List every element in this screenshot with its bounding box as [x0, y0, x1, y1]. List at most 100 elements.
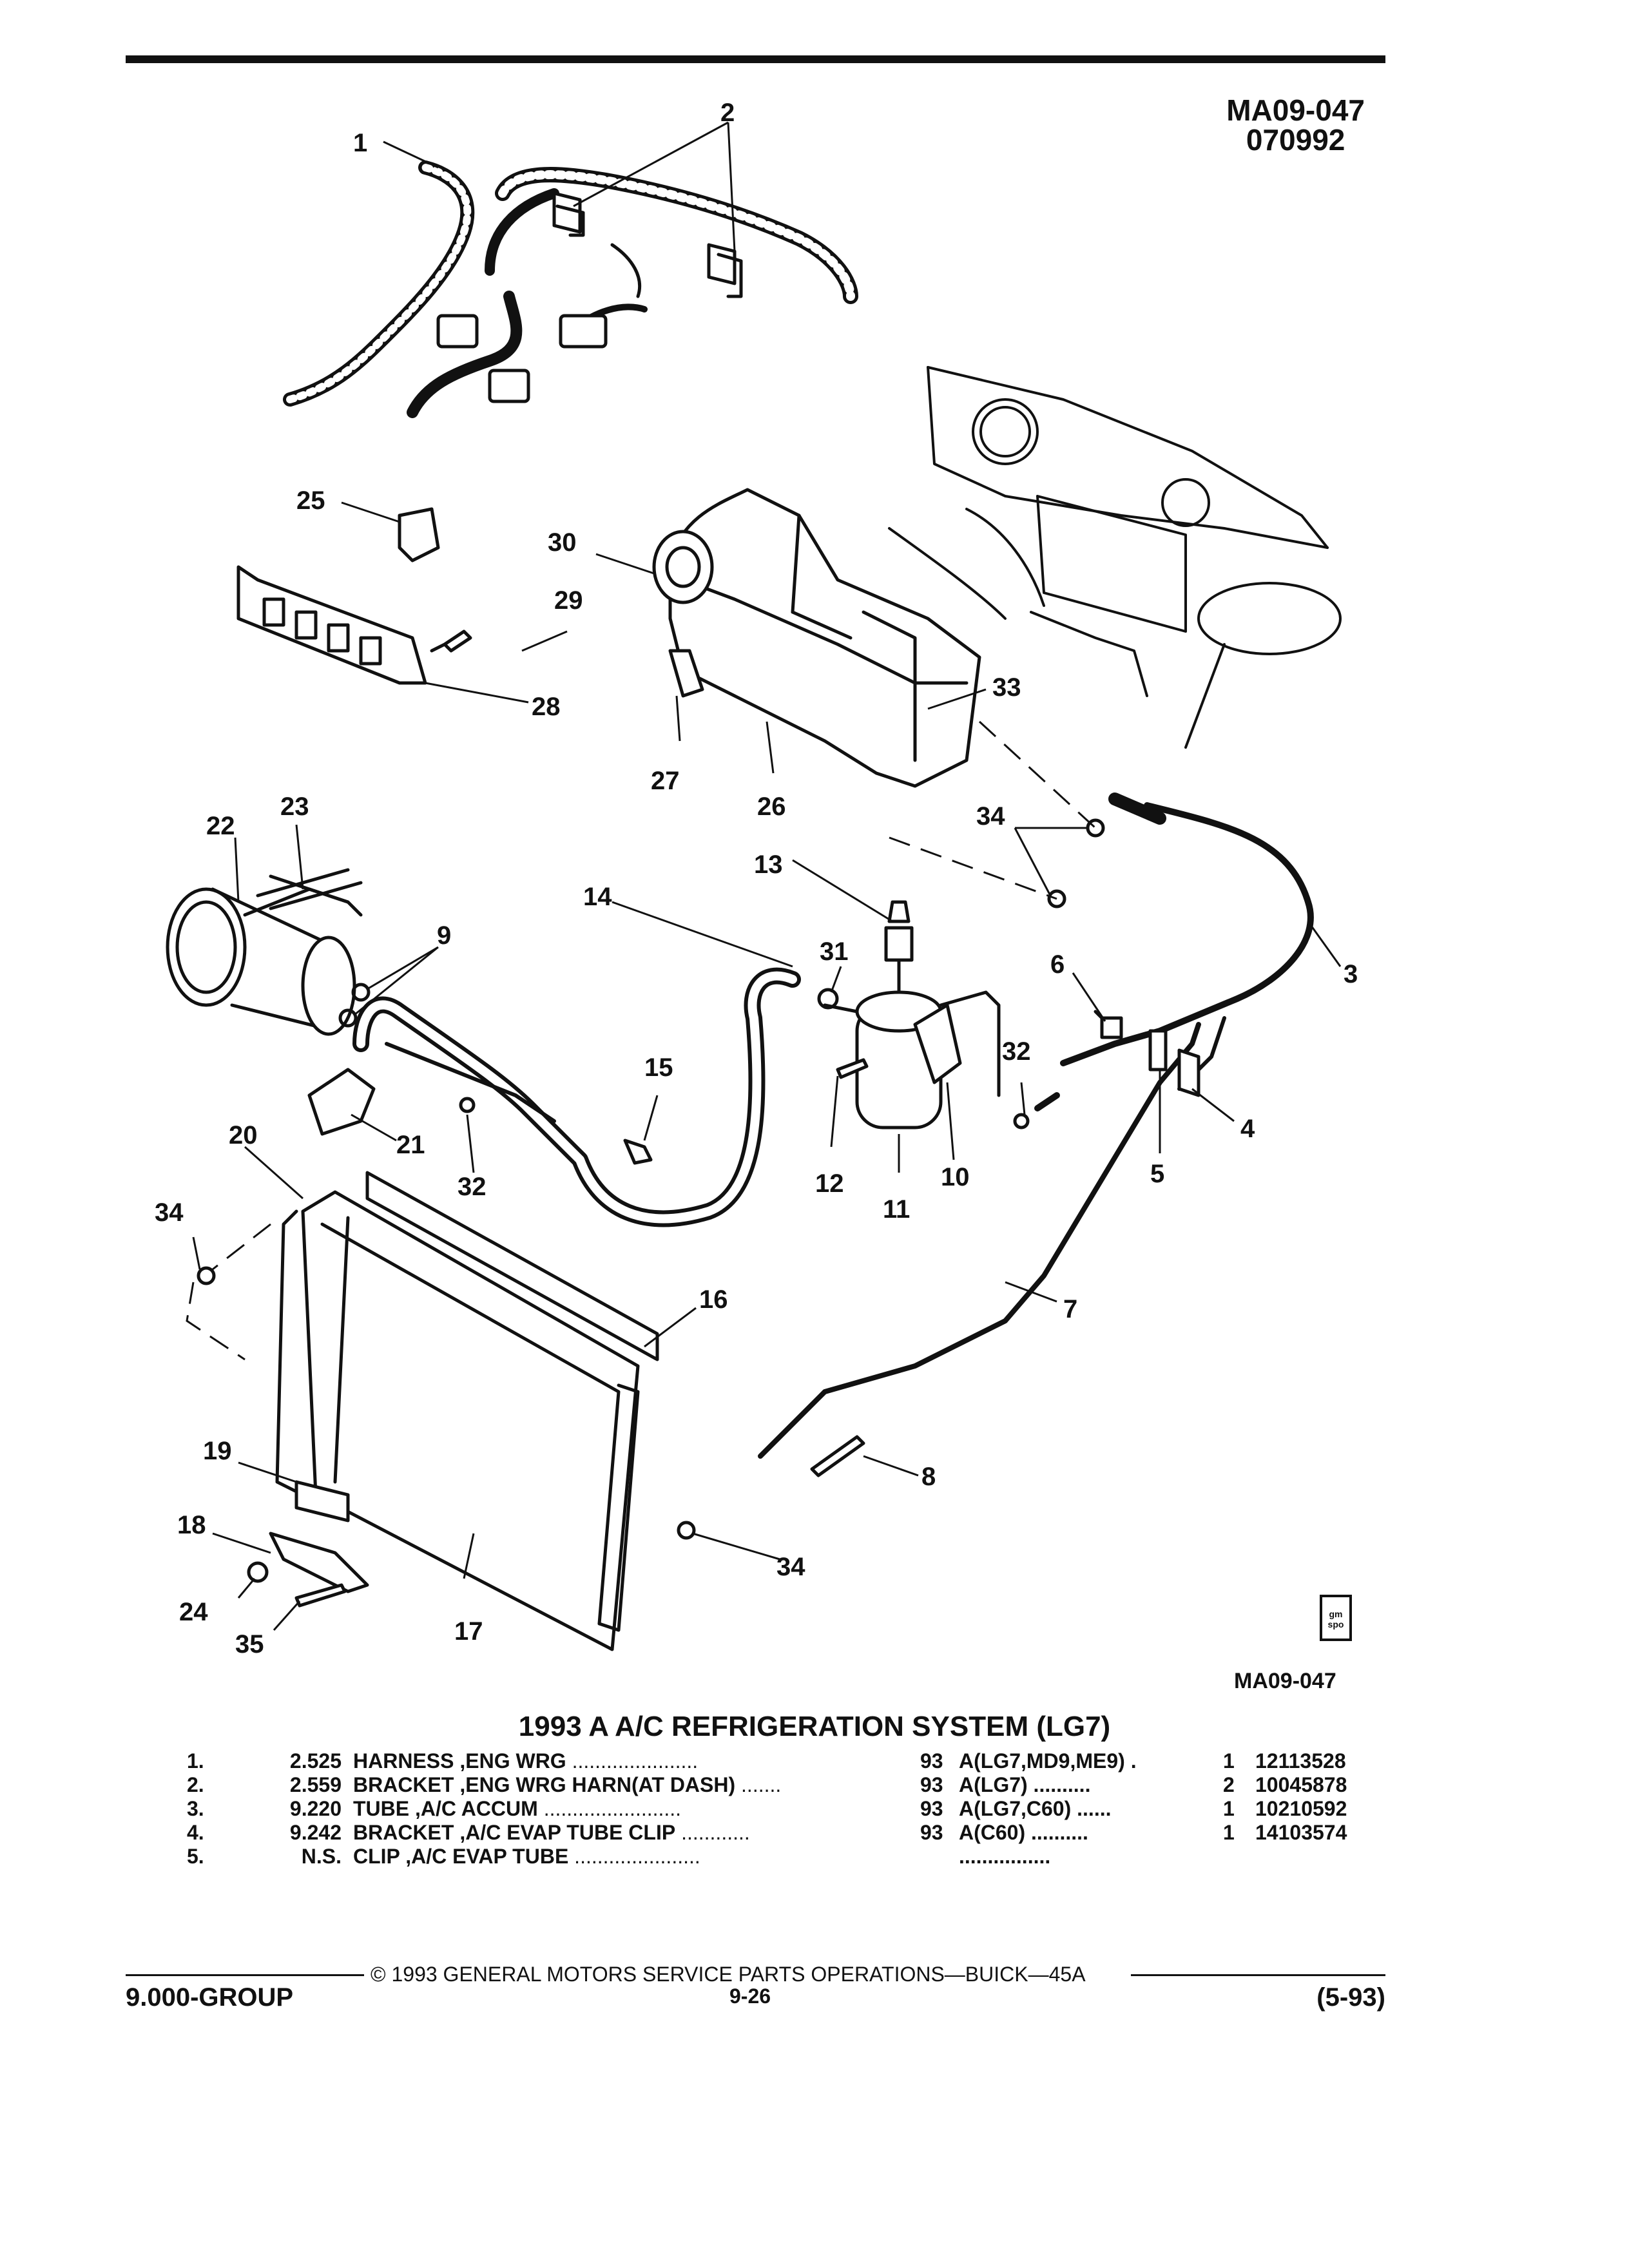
- revision-date: (5-93): [1316, 1983, 1385, 2012]
- evaporator-case: [652, 488, 981, 788]
- parts-row: 2. 2.559 BRACKET ,ENG WRG HARN(AT DASH) ..…: [187, 1773, 1384, 1797]
- part-number: 10210592: [1255, 1797, 1347, 1820]
- hose-fitting: [307, 1068, 376, 1136]
- bolt-35: [294, 1583, 347, 1608]
- callout-30: 30: [548, 528, 577, 557]
- evaporator-tube: [758, 1022, 1201, 1459]
- part-year: 93: [920, 1773, 943, 1796]
- part-leader-dots: ......................: [568, 1845, 700, 1868]
- pressure-switch: [1094, 1010, 1123, 1039]
- callout-17: 17: [454, 1617, 483, 1646]
- callout-28: 28: [532, 693, 561, 721]
- callout-27: 27: [651, 767, 680, 795]
- part-number: [1255, 1845, 1384, 1869]
- group-label: 9.000-GROUP: [126, 1983, 294, 2012]
- part-detail: ,A/C ACCUM: [415, 1797, 538, 1820]
- part-name: BRACKET: [353, 1773, 454, 1796]
- accumulator-bolt: [836, 1058, 869, 1079]
- callout-23: 23: [280, 793, 309, 821]
- part-index: 2.: [187, 1773, 204, 1796]
- callout-35: 35: [235, 1630, 264, 1658]
- o-ring-32a: [459, 1097, 476, 1113]
- part-usage: ................: [959, 1845, 1051, 1868]
- part-code: 9.220: [289, 1797, 342, 1820]
- callout-4: 4: [1240, 1115, 1255, 1143]
- part-code: 2.559: [289, 1773, 342, 1796]
- condenser: [275, 1171, 659, 1651]
- callout-6: 6: [1050, 950, 1065, 979]
- callout-5: 5: [1150, 1160, 1164, 1188]
- part-leader-dots: ......................: [566, 1749, 699, 1773]
- gm-spo-logo: gm spo: [1320, 1595, 1352, 1641]
- drain-tube: [668, 649, 704, 698]
- accumulator-bracket: [913, 1003, 962, 1084]
- callout-31: 31: [820, 937, 849, 966]
- callout-19: 19: [203, 1437, 232, 1465]
- callout-3: 3: [1344, 960, 1358, 988]
- callout-14: 14: [583, 883, 612, 911]
- evap-tube-bracket: [1177, 1048, 1200, 1097]
- callout-33: 33: [992, 673, 1021, 702]
- callout-21: 21: [396, 1131, 425, 1159]
- part-name: TUBE: [353, 1797, 410, 1820]
- part-name: CLIP: [353, 1845, 400, 1868]
- part-description: HARNESS ,ENG WRG ......................: [353, 1749, 920, 1773]
- nut-24: [247, 1561, 269, 1583]
- figure-header: MA09-047 070992: [1226, 95, 1365, 155]
- callout-34-third: 34: [776, 1553, 805, 1581]
- figure-date: 070992: [1246, 123, 1345, 157]
- parts-row: 5.N.S.CLIP ,A/C EVAP TUBE ..............…: [187, 1845, 1384, 1869]
- callout-34-second: 34: [155, 1198, 184, 1227]
- compressor: [166, 874, 363, 1036]
- top-rule: [126, 55, 1385, 63]
- callout-20: 20: [229, 1121, 258, 1149]
- copyright-notice: © 1993 GENERAL MOTORS SERVICE PARTS OPER…: [371, 1963, 1086, 1986]
- part-usage: A(LG7,MD9,ME9) .: [959, 1749, 1137, 1773]
- callout-32: 32: [1002, 1037, 1031, 1066]
- callout-26: 26: [757, 793, 786, 821]
- part-quantity: 1: [1223, 1821, 1235, 1844]
- o-ring-9a: [351, 983, 371, 1002]
- figure-code: MA09-047: [1234, 1669, 1336, 1693]
- parts-row: 1. 2.525 HARNESS ,ENG WRG ................…: [187, 1749, 1384, 1773]
- part-year: 93: [920, 1821, 943, 1844]
- part-detail: ,ENG WRG: [459, 1749, 566, 1773]
- part-usage: A(C60) ..........: [959, 1821, 1088, 1844]
- part-leader-dots: .......: [735, 1773, 782, 1796]
- callout-29: 29: [554, 586, 583, 615]
- callout-15: 15: [644, 1053, 673, 1082]
- dash-harness-bracket-1: [555, 204, 585, 237]
- part-year: 93: [920, 1797, 943, 1820]
- callout-13: 13: [754, 850, 783, 879]
- accumulator-tube: [1060, 802, 1314, 1066]
- part-code: 9.242: [289, 1821, 342, 1844]
- dash-panel: [888, 366, 1342, 749]
- callout-32-second: 32: [458, 1173, 487, 1201]
- evap-tube-clip: [1148, 1029, 1168, 1072]
- part-detail: ,A/C EVAP TUBE CLIP: [459, 1821, 676, 1844]
- callout-8: 8: [921, 1463, 936, 1491]
- screw-29: [430, 629, 472, 653]
- part-number: 10045878: [1255, 1773, 1347, 1796]
- o-ring-31: [817, 988, 839, 1010]
- part-leader-dots: ........................: [537, 1797, 682, 1820]
- callout-10: 10: [941, 1163, 970, 1191]
- connector-25: [398, 507, 440, 562]
- o-ring-34c: [197, 1266, 216, 1285]
- o-ring-32b: [1013, 1113, 1030, 1129]
- part-name: HARNESS: [353, 1749, 454, 1773]
- part-year: 93: [920, 1749, 943, 1773]
- part-quantity: [1223, 1845, 1255, 1869]
- callout-1: 1: [353, 129, 367, 157]
- part-quantity: 1: [1223, 1749, 1235, 1773]
- part-description: BRACKET ,A/C EVAP TUBE CLIP ............: [353, 1821, 920, 1845]
- callout-22: 22: [206, 812, 235, 840]
- part-code: 2.525: [289, 1749, 342, 1773]
- page-title: 1993 A A/C REFRIGERATION SYSTEM (LG7): [518, 1711, 1111, 1742]
- part-index: 1.: [187, 1749, 204, 1773]
- callout-16: 16: [699, 1285, 728, 1314]
- part-description: BRACKET ,ENG WRG HARN(AT DASH) .......: [353, 1773, 920, 1797]
- callout-12: 12: [815, 1169, 844, 1198]
